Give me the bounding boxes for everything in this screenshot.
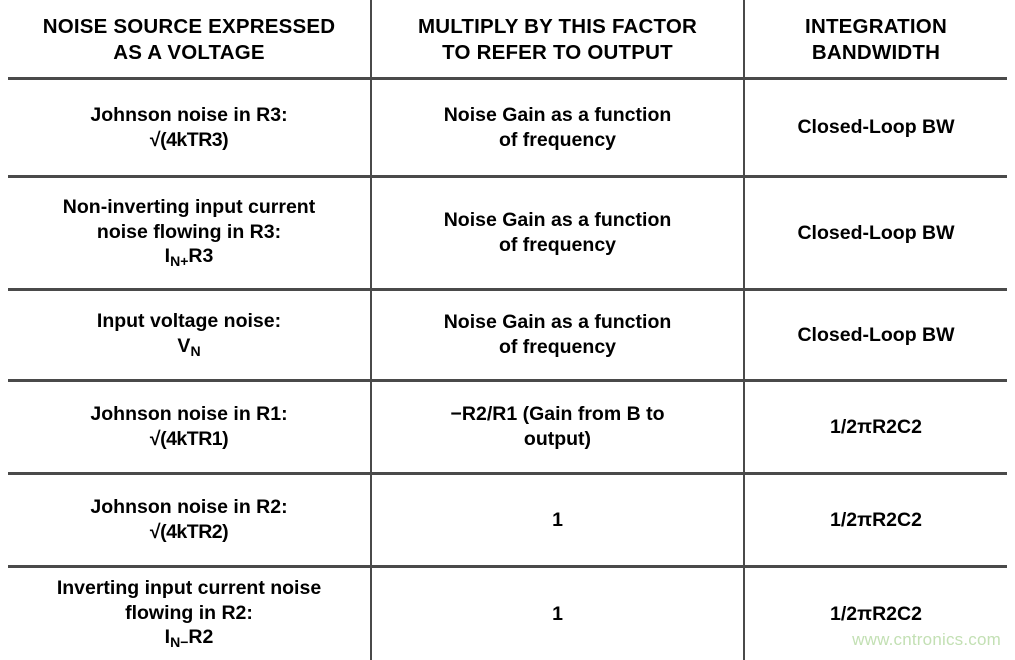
cell-integration-bandwidth: Closed-Loop BW	[744, 290, 1007, 381]
formula-subscript: N	[190, 343, 200, 359]
cell-multiply-factor: Noise Gain as a function of frequency	[371, 177, 744, 290]
cell-integration-bandwidth: 1/2πR2C2	[744, 474, 1007, 567]
noise-contributions-table-wrapper: NOISE SOURCE EXPRESSED AS A VOLTAGE MULT…	[8, 0, 1007, 640]
formula-prefix: √(4kTR3)	[150, 129, 228, 151]
table-header: NOISE SOURCE EXPRESSED AS A VOLTAGE MULT…	[8, 0, 1007, 79]
formula-subscript: N−	[170, 634, 188, 650]
formula-prefix: √(4kTR1)	[150, 428, 228, 450]
noise-source-line1: Inverting input current noise	[14, 576, 364, 601]
cell-integration-bandwidth: Closed-Loop BW	[744, 177, 1007, 290]
formula-prefix: V	[177, 335, 190, 357]
formula-suffix: R3	[188, 245, 213, 267]
multiply-factor-line1: 1	[378, 508, 737, 533]
formula-suffix: R2	[188, 626, 213, 648]
column-header-noise-source-line1: NOISE SOURCE EXPRESSED	[14, 14, 364, 40]
header-row: NOISE SOURCE EXPRESSED AS A VOLTAGE MULT…	[8, 0, 1007, 79]
cell-integration-bandwidth: Closed-Loop BW	[744, 79, 1007, 177]
multiply-factor-line2: output)	[378, 427, 737, 452]
column-header-integration-bandwidth-line2: BANDWIDTH	[751, 40, 1001, 66]
table-row: Johnson noise in R3: √(4kTR3) Noise Gain…	[8, 79, 1007, 177]
cell-multiply-factor: 1	[371, 567, 744, 660]
multiply-factor-line1: 1	[378, 602, 737, 627]
cell-multiply-factor: −R2/R1 (Gain from B to output)	[371, 381, 744, 474]
formula-subscript: N+	[170, 253, 188, 269]
multiply-factor-line2: of frequency	[378, 233, 737, 258]
table-body: Johnson noise in R3: √(4kTR3) Noise Gain…	[8, 79, 1007, 660]
table-row: Johnson noise in R1: √(4kTR1) −R2/R1 (Ga…	[8, 381, 1007, 474]
column-header-noise-source-line2: AS A VOLTAGE	[14, 40, 364, 66]
cell-multiply-factor: 1	[371, 474, 744, 567]
cell-noise-source: Non-inverting input current noise flowin…	[8, 177, 371, 290]
noise-source-line1: Non-inverting input current	[14, 195, 364, 220]
noise-source-line1: Johnson noise in R1:	[14, 402, 364, 427]
noise-contributions-table: NOISE SOURCE EXPRESSED AS A VOLTAGE MULT…	[8, 0, 1007, 660]
noise-source-formula: √(4kTR3)	[14, 128, 364, 153]
multiply-factor-line2: of frequency	[378, 128, 737, 153]
cell-integration-bandwidth: 1/2πR2C2	[744, 381, 1007, 474]
column-header-multiply-factor-line2: TO REFER TO OUTPUT	[378, 40, 737, 66]
multiply-factor-line1: Noise Gain as a function	[378, 103, 737, 128]
noise-source-formula: IN+R3	[14, 244, 364, 271]
noise-source-line2: flowing in R2:	[14, 601, 364, 626]
multiply-factor-line1: Noise Gain as a function	[378, 310, 737, 335]
noise-source-line1: Input voltage noise:	[14, 309, 364, 334]
table-row: Input voltage noise: VN Noise Gain as a …	[8, 290, 1007, 381]
table-row: Johnson noise in R2: √(4kTR2) 1 1/2πR2C2	[8, 474, 1007, 567]
noise-source-formula: IN−R2	[14, 625, 364, 652]
column-header-multiply-factor-line1: MULTIPLY BY THIS FACTOR	[378, 14, 737, 40]
multiply-factor-line2: of frequency	[378, 335, 737, 360]
column-header-integration-bandwidth: INTEGRATION BANDWIDTH	[744, 0, 1007, 79]
column-header-integration-bandwidth-line1: INTEGRATION	[751, 14, 1001, 40]
column-header-noise-source: NOISE SOURCE EXPRESSED AS A VOLTAGE	[8, 0, 371, 79]
cell-noise-source: Inverting input current noise flowing in…	[8, 567, 371, 660]
cell-noise-source: Johnson noise in R2: √(4kTR2)	[8, 474, 371, 567]
cell-noise-source: Johnson noise in R3: √(4kTR3)	[8, 79, 371, 177]
noise-source-line1: Johnson noise in R2:	[14, 495, 364, 520]
noise-source-line1: Johnson noise in R3:	[14, 103, 364, 128]
formula-prefix: √(4kTR2)	[150, 521, 228, 543]
cell-noise-source: Input voltage noise: VN	[8, 290, 371, 381]
noise-source-formula: √(4kTR1)	[14, 427, 364, 452]
multiply-factor-line1: Noise Gain as a function	[378, 208, 737, 233]
cell-noise-source: Johnson noise in R1: √(4kTR1)	[8, 381, 371, 474]
watermark: www.cntronics.com	[852, 630, 1001, 650]
cell-multiply-factor: Noise Gain as a function of frequency	[371, 79, 744, 177]
cell-multiply-factor: Noise Gain as a function of frequency	[371, 290, 744, 381]
noise-source-formula: √(4kTR2)	[14, 520, 364, 545]
multiply-factor-line1: −R2/R1 (Gain from B to	[378, 402, 737, 427]
column-header-multiply-factor: MULTIPLY BY THIS FACTOR TO REFER TO OUTP…	[371, 0, 744, 79]
noise-source-formula: VN	[14, 334, 364, 361]
table-row: Non-inverting input current noise flowin…	[8, 177, 1007, 290]
noise-source-line2: noise flowing in R3:	[14, 220, 364, 245]
